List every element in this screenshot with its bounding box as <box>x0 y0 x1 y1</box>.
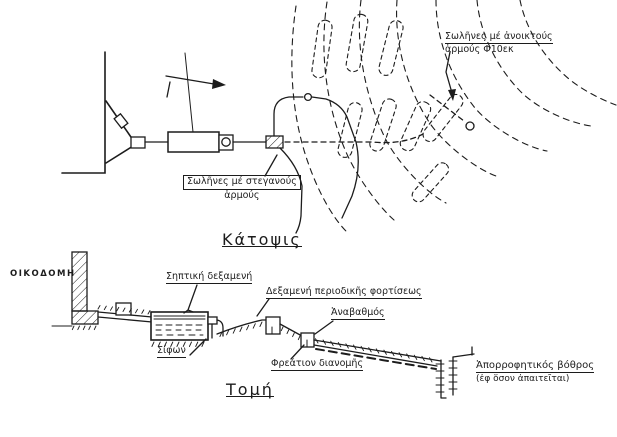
label-distribution-shaft: Φρεάτιον διανομῆς <box>271 358 364 371</box>
label-absorption-pit: Ἀπορροφητικός βόθρος (ἐφ ὅσον ἀπαιτεῖται… <box>476 360 595 384</box>
label-absorption-pit-note: (ἐφ ὅσον ἀπαιτεῖται) <box>476 374 570 384</box>
section-title: Τομή <box>226 380 274 399</box>
plan-end-circle <box>465 121 475 131</box>
plan-construction-line <box>184 52 194 133</box>
section-siphon <box>207 316 224 339</box>
plan-lateral-down <box>279 147 303 234</box>
plan-lateral-dashed <box>284 133 424 144</box>
label-open-joint-line2: ἁρμούς Φ10εκ <box>445 44 514 55</box>
leader-step <box>314 320 334 335</box>
section-tank-slab <box>153 315 206 320</box>
leader-sealed-joint <box>264 154 278 177</box>
leader-siphon <box>189 338 207 356</box>
label-open-joint-line1: Σωλῆνες μέ ἀνοικτούς <box>445 31 553 44</box>
plan-septic-tank <box>167 131 220 153</box>
label-siphon: Σίφων <box>157 345 186 358</box>
plan-building-wall <box>61 51 106 174</box>
plan-view <box>61 0 617 234</box>
trench-capsules <box>311 13 464 203</box>
leader-distribution-shaft <box>290 344 305 360</box>
flow-arrow <box>165 75 226 98</box>
label-sealed-joint-line2: ἁρμούς <box>224 190 260 201</box>
label-septic-tank: Σηπτική δεξαμενή <box>166 271 253 284</box>
leader-septic-tank <box>183 284 198 314</box>
label-dosing-tank: Δεξαμενή περιοδικῆς φορτίσεως <box>266 286 422 299</box>
plan-dashed-branch-right <box>429 94 465 122</box>
contour-lines <box>291 0 617 234</box>
label-building: ΟΙΚΟΔΟΜΗ <box>10 269 76 279</box>
plan-pipe-fitting <box>113 112 129 130</box>
leader-open-joint <box>445 51 456 101</box>
section-step-slope <box>279 323 303 337</box>
label-sealed-joint-pipes: Σωλῆνες μέ στεγανούς ἁρμούς <box>183 175 301 202</box>
plan-lateral-up-curve <box>311 96 359 219</box>
section-water-level <box>155 324 204 336</box>
section-buried-pipe <box>315 348 437 370</box>
plan-junction-box <box>130 136 146 149</box>
section-building-wall <box>71 251 88 312</box>
section-wall-footing <box>71 310 99 325</box>
section-dosing-chamber <box>265 316 281 335</box>
plan-node-circle <box>303 92 313 102</box>
plan-lateral-up <box>273 96 304 137</box>
plan-title: Κάτοψις <box>222 230 302 249</box>
section-absorption-pit <box>440 346 475 399</box>
label-step: Ἀναβαθμός <box>331 307 385 320</box>
section-view <box>51 251 475 399</box>
plan-outlet-circle <box>221 137 231 147</box>
label-sealed-joint-line1: Σωλῆνες μέ στεγανούς <box>183 175 301 190</box>
leader-dosing-tank <box>256 298 270 317</box>
plan-inlet-drains <box>105 100 134 164</box>
label-open-joint-pipes: Σωλῆνες μέ ἀνοικτούς ἁρμούς Φ10εκ <box>445 31 553 56</box>
plan-distribution-box <box>265 135 284 149</box>
soil-hatching <box>71 305 458 393</box>
